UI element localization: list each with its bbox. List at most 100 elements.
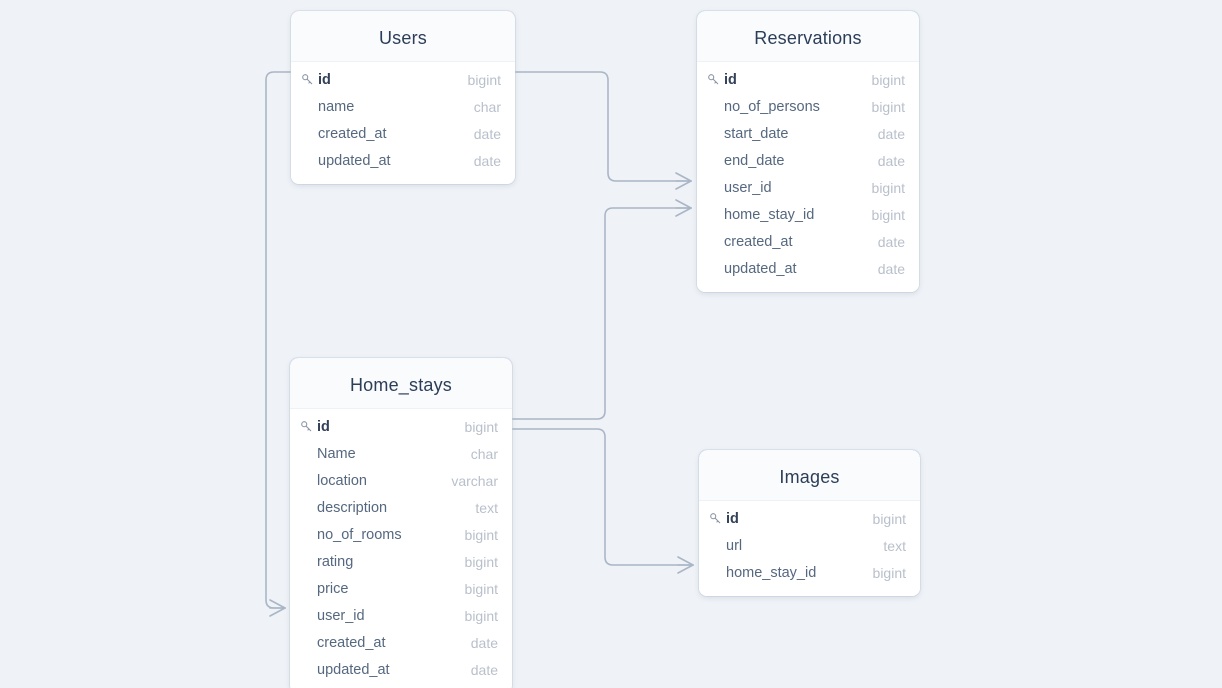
field-row[interactable]: user_id bigint <box>290 602 512 629</box>
field-row[interactable]: price bigint <box>290 575 512 602</box>
field-name: no_of_rooms <box>317 526 402 543</box>
field-type: bigint <box>871 98 905 115</box>
field-type: bigint <box>464 418 498 435</box>
field-row[interactable]: location varchar <box>290 467 512 494</box>
field-name: home_stay_id <box>724 206 815 223</box>
field-type: date <box>877 260 905 277</box>
field-row[interactable]: id bigint <box>290 413 512 440</box>
table-title: Reservations <box>697 11 919 62</box>
field-type: bigint <box>871 179 905 196</box>
field-row[interactable]: created_at date <box>291 120 515 147</box>
edge-homestays-reservations <box>511 207 692 420</box>
crowsfoot-reservations-home-stay-id <box>675 199 692 217</box>
field-name: rating <box>317 553 354 570</box>
field-row[interactable]: id bigint <box>697 66 919 93</box>
field-row[interactable]: end_date date <box>697 147 919 174</box>
key-icon <box>301 73 318 86</box>
field-type: text <box>475 499 498 516</box>
field-row[interactable]: no_of_persons bigint <box>697 93 919 120</box>
table-title: Images <box>699 450 920 501</box>
field-name: Name <box>317 445 356 462</box>
field-name: location <box>317 472 367 489</box>
field-type: date <box>877 152 905 169</box>
field-row[interactable]: description text <box>290 494 512 521</box>
field-name: name <box>318 98 355 115</box>
field-row[interactable]: updated_at date <box>290 656 512 683</box>
field-name: id <box>318 71 331 88</box>
field-name: price <box>317 580 349 597</box>
field-name: user_id <box>724 179 772 196</box>
field-type: char <box>473 98 501 115</box>
field-type: bigint <box>871 206 905 223</box>
field-row[interactable]: user_id bigint <box>697 174 919 201</box>
field-row[interactable]: no_of_rooms bigint <box>290 521 512 548</box>
field-row[interactable]: id bigint <box>699 505 920 532</box>
field-row[interactable]: updated_at date <box>697 255 919 282</box>
crowsfoot-images-home-stay-id <box>677 556 694 574</box>
field-type: bigint <box>464 580 498 597</box>
field-type: bigint <box>467 71 501 88</box>
field-type: date <box>470 661 498 678</box>
field-name: updated_at <box>318 152 391 169</box>
key-icon <box>709 512 726 525</box>
field-row[interactable]: start_date date <box>697 120 919 147</box>
field-type: bigint <box>464 526 498 543</box>
field-row[interactable]: id bigint <box>291 66 515 93</box>
field-name: start_date <box>724 125 789 142</box>
field-row[interactable]: created_at date <box>697 228 919 255</box>
field-name: user_id <box>317 607 365 624</box>
field-name: id <box>724 71 737 88</box>
field-type: date <box>877 125 905 142</box>
crowsfoot-homestays-user-id <box>269 599 286 617</box>
table-title: Users <box>291 11 515 62</box>
edge-homestays-images <box>511 428 694 566</box>
field-name: url <box>726 537 743 554</box>
field-row[interactable]: home_stay_id bigint <box>697 201 919 228</box>
field-name: no_of_persons <box>724 98 820 115</box>
crowsfoot-reservations-user-id <box>675 172 692 190</box>
key-icon <box>707 73 724 86</box>
field-name: end_date <box>724 152 785 169</box>
field-type: text <box>883 537 906 554</box>
field-name: id <box>726 510 739 527</box>
field-type: bigint <box>464 607 498 624</box>
field-row[interactable]: url text <box>699 532 920 559</box>
field-type: date <box>877 233 905 250</box>
table-card-images[interactable]: Images id bigint url text home_stay_id bigint <box>699 450 920 596</box>
key-icon <box>300 420 317 433</box>
field-type: varchar <box>451 472 498 489</box>
field-row[interactable]: home_stay_id bigint <box>699 559 920 586</box>
field-row[interactable]: name char <box>291 93 515 120</box>
edge-users-homestays <box>265 71 292 609</box>
field-type: bigint <box>872 564 906 581</box>
edge-users-reservations <box>514 71 692 182</box>
field-name: created_at <box>318 125 387 142</box>
field-row[interactable]: Name char <box>290 440 512 467</box>
field-type: date <box>470 634 498 651</box>
field-row[interactable]: updated_at date <box>291 147 515 174</box>
field-type: date <box>473 125 501 142</box>
field-type: date <box>473 152 501 169</box>
field-row[interactable]: rating bigint <box>290 548 512 575</box>
field-row[interactable]: created_at date <box>290 629 512 656</box>
field-type: bigint <box>872 510 906 527</box>
field-name: updated_at <box>724 260 797 277</box>
field-name: created_at <box>317 634 386 651</box>
field-type: char <box>470 445 498 462</box>
field-name: created_at <box>724 233 793 250</box>
field-type: bigint <box>464 553 498 570</box>
field-name: updated_at <box>317 661 390 678</box>
field-name: id <box>317 418 330 435</box>
field-name: home_stay_id <box>726 564 817 581</box>
field-name: description <box>317 499 388 516</box>
field-type: bigint <box>871 71 905 88</box>
table-field-list: id bigint url text home_stay_id bigint <box>699 501 920 596</box>
